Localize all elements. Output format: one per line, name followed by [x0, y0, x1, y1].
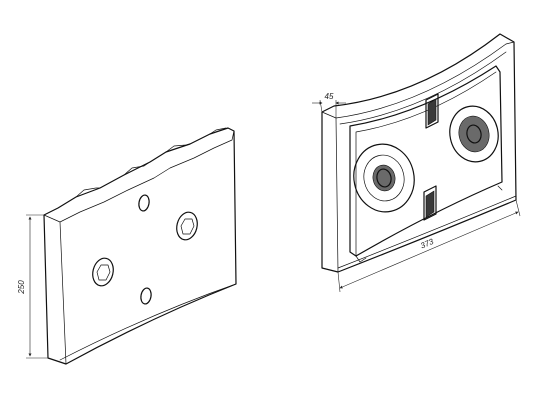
- back-view-slot-bottom: [423, 185, 437, 221]
- back-view-outline: [321, 33, 517, 273]
- front-view-top-chamfer: [59, 130, 235, 223]
- front-view-hole-bottom: [140, 287, 152, 305]
- height-dimension: 250: [17, 214, 48, 359]
- back-view-plate: [321, 33, 517, 273]
- back-view-top-edge: [335, 41, 515, 125]
- thickness-dimension: 45: [312, 92, 346, 118]
- front-view-large-hole-right: [176, 211, 198, 241]
- back-view-slot-top: [425, 93, 439, 129]
- back-view-bore-right: [449, 105, 499, 163]
- height-dimension-label: 250: [17, 280, 26, 295]
- back-view-side-edge: [321, 111, 339, 273]
- back-view-bore-left: [353, 143, 415, 213]
- front-view-outline: [43, 127, 237, 365]
- front-view-bottom-edge: [59, 283, 237, 361]
- front-view-large-hole-left: [92, 257, 114, 287]
- front-view-notches: [75, 127, 227, 198]
- front-view-plate: [43, 127, 237, 365]
- front-view-hole-top: [138, 194, 150, 212]
- thickness-dimension-label: 45: [325, 92, 334, 101]
